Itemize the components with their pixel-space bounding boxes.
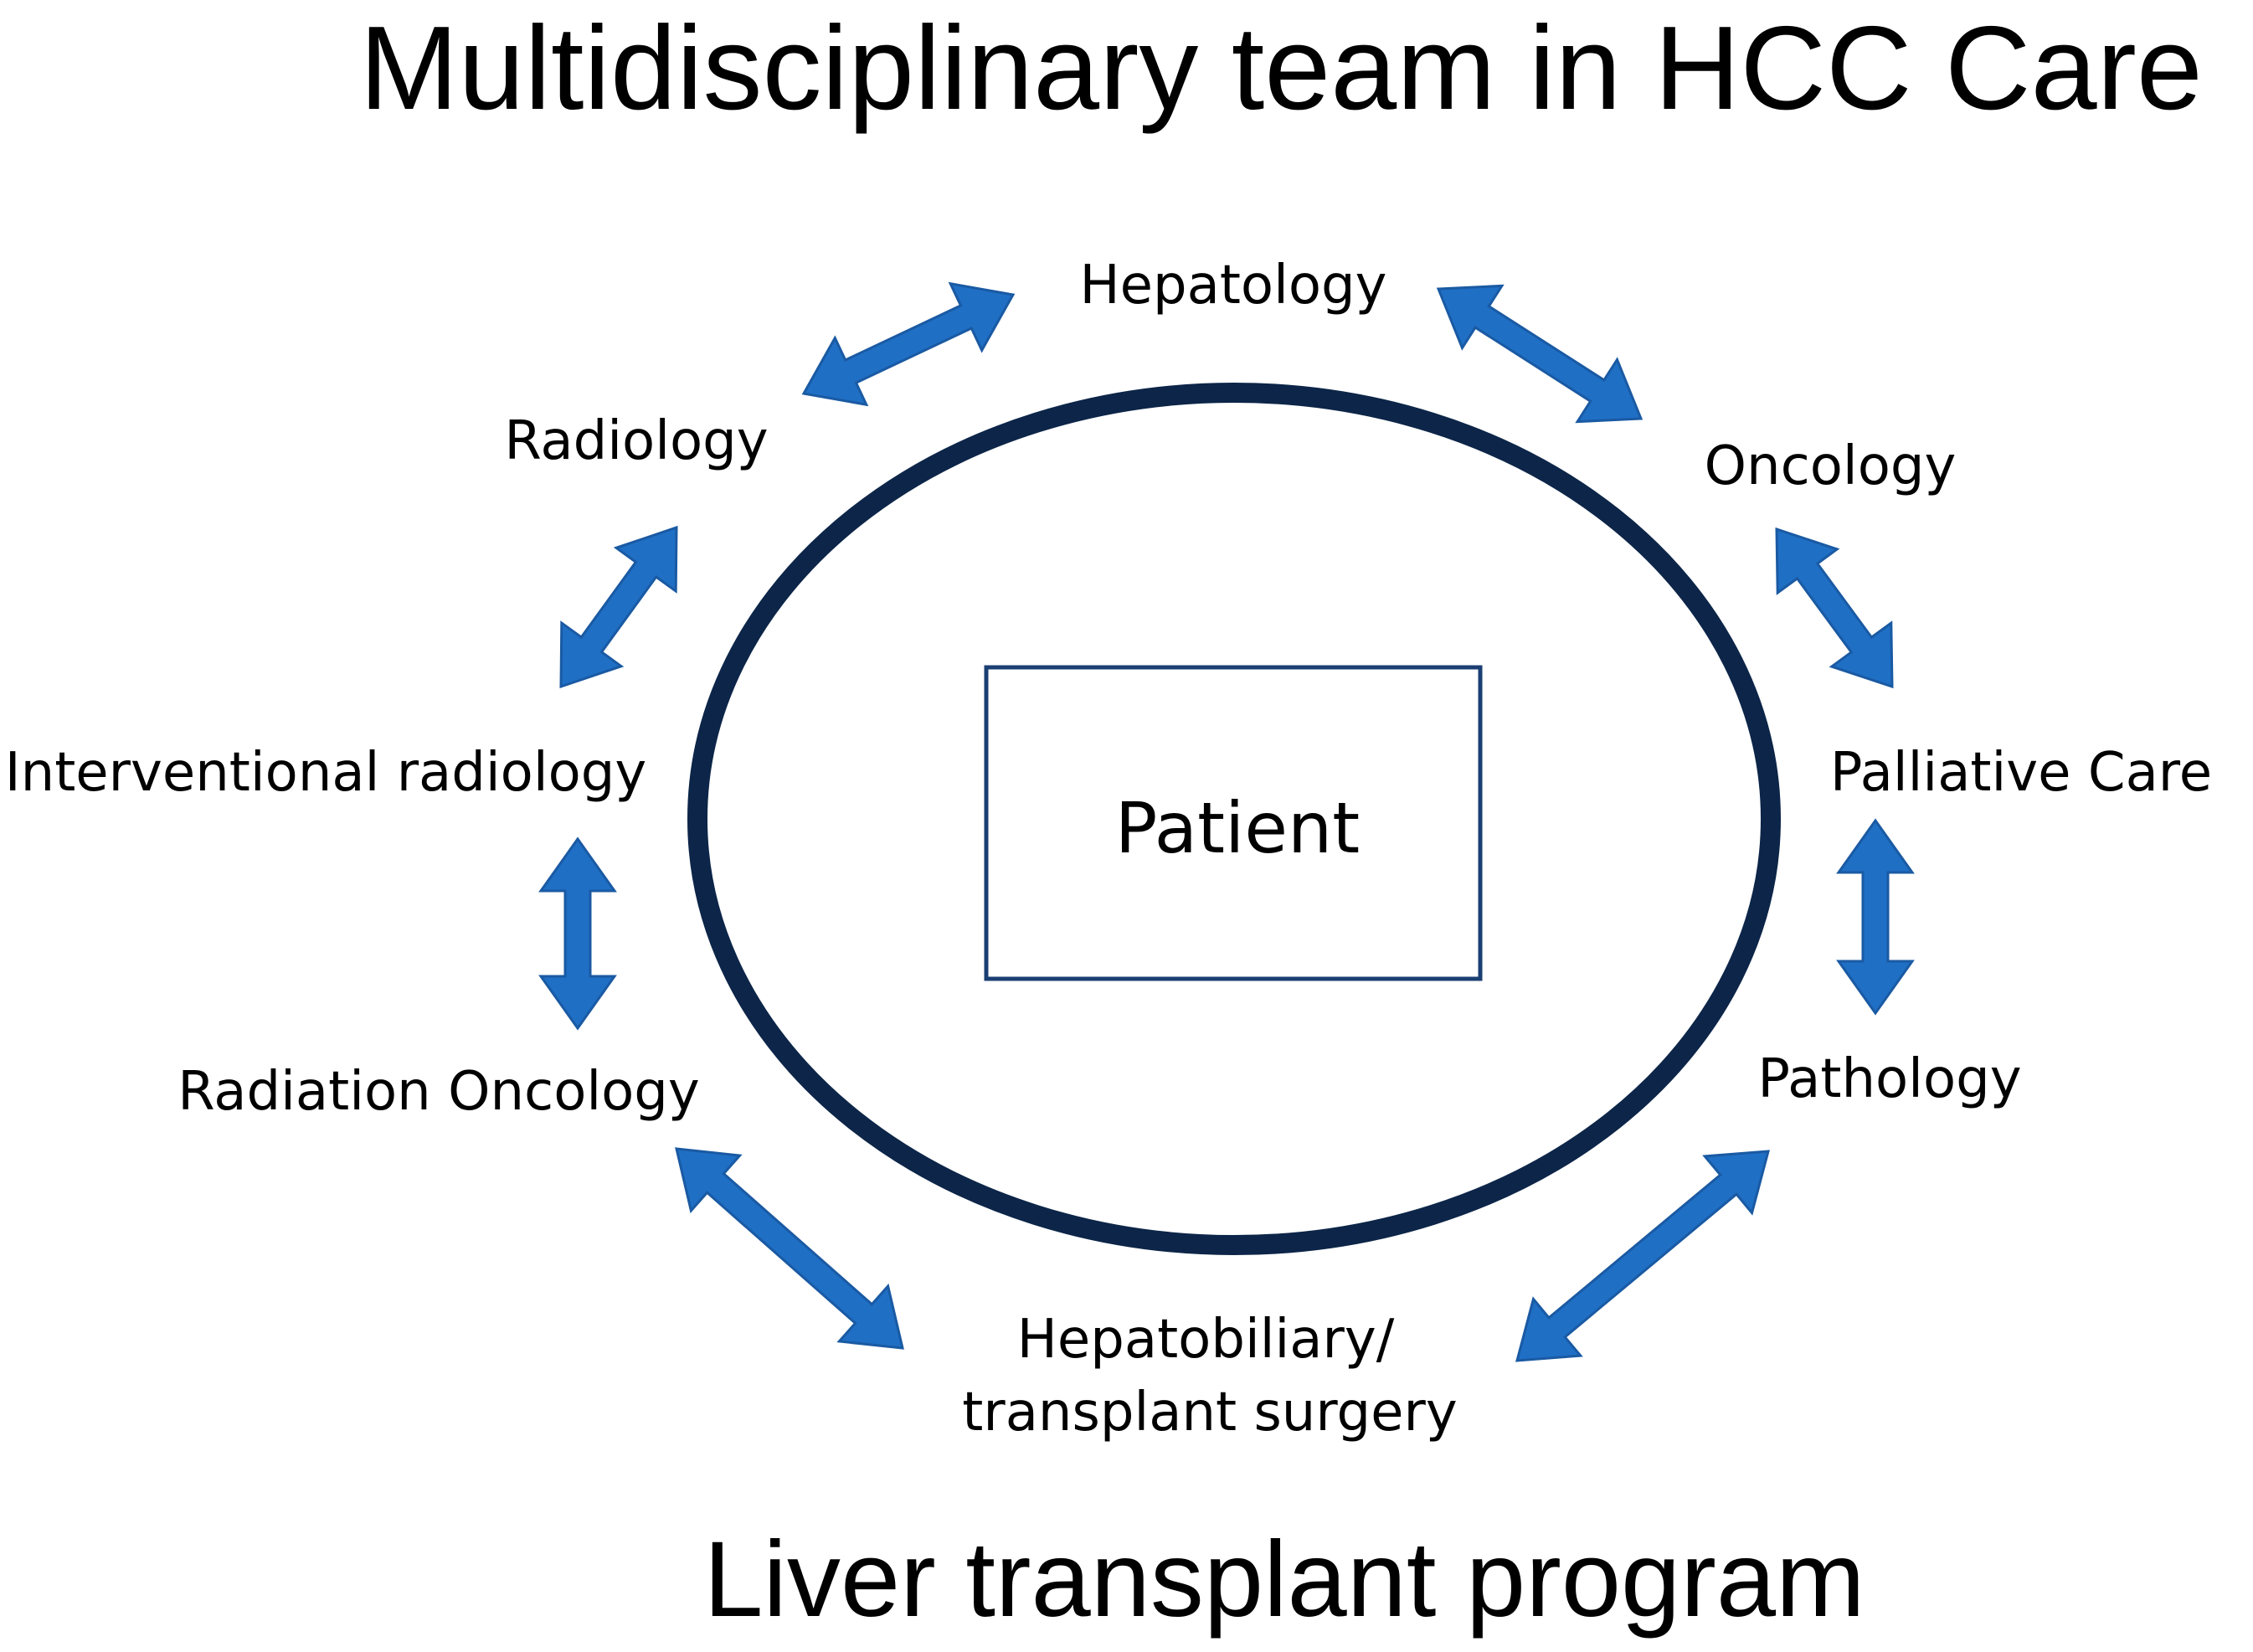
discipline-palliative-care: Palliative Care: [1830, 742, 2212, 804]
patient-label: Patient: [1115, 787, 1360, 869]
discipline-pathology: Pathology: [1757, 1048, 2021, 1110]
discipline-hepatobiliary-line1: Hepatobiliary/: [1017, 1309, 1395, 1371]
arrow-oncology-palliative-care: [1775, 527, 1894, 689]
discipline-hepatology: Hepatology: [1079, 255, 1386, 317]
footer-label: Liver transplant program: [703, 1520, 1865, 1639]
patient-box: [984, 665, 1483, 981]
discipline-oncology: Oncology: [1705, 435, 1957, 497]
discipline-radiology: Radiology: [504, 410, 768, 472]
arrow-radiology-hepatology: [801, 281, 1016, 407]
discipline-interventional-radiology: Interventional radiology: [5, 742, 647, 804]
arrow-palliative-care-pathology: [1836, 818, 1915, 1016]
discipline-radiation-oncology: Radiation Oncology: [177, 1061, 700, 1123]
arrow-interventional-radiology: [559, 525, 678, 689]
connector-arrows: [538, 281, 1915, 1362]
arrow-hepatobiliary-radiation-oncology: [675, 1147, 904, 1350]
arrow-hepatology-oncology: [1436, 284, 1643, 424]
arrow-radiation-oncology-interventional: [538, 836, 617, 1031]
diagram-title: Multidisciplinary team in HCC Care: [359, 2, 2203, 135]
patient-ring: [687, 383, 1781, 1255]
discipline-hepatobiliary-line2: transplant surgery: [962, 1382, 1457, 1444]
arrow-pathology-hepatobiliary: [1515, 1150, 1770, 1362]
